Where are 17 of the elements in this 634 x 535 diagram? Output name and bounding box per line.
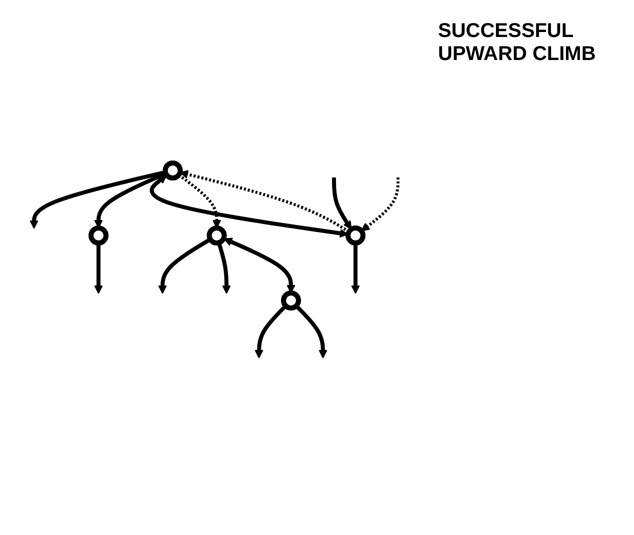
arrow: [150, 174, 348, 238]
arrow: [294, 304, 328, 358]
annotation-text: SUCCESSFUL UPWARD CLIMB: [438, 20, 597, 66]
arrow: [332, 178, 352, 230]
arrow: [30, 170, 166, 229]
arrow: [351, 243, 360, 294]
dashed-arrow: [361, 178, 400, 232]
tree-node-circle: [346, 226, 366, 246]
arrow: [224, 238, 296, 294]
tree-node-circle: [162, 160, 183, 180]
arrow: [217, 242, 231, 294]
tree-node-circle: [281, 290, 301, 310]
arrow: [254, 304, 288, 358]
arrow: [94, 243, 103, 294]
tree-node-circle: [88, 226, 108, 246]
tree-node-circle: [206, 226, 227, 246]
arrow: [158, 238, 212, 294]
